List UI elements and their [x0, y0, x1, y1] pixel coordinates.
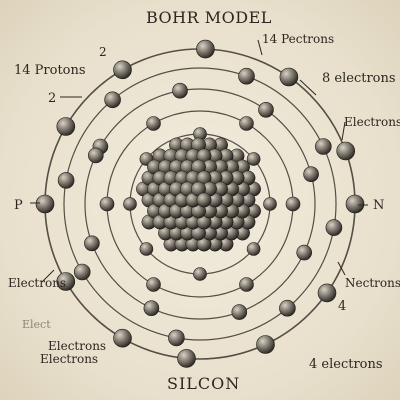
electron	[88, 147, 104, 164]
orbit-ring-4	[63, 67, 337, 341]
label-pointers	[30, 39, 368, 283]
electron	[146, 116, 161, 131]
label-pointer	[299, 79, 317, 96]
electron	[231, 304, 248, 320]
electron	[263, 197, 277, 211]
electron	[56, 117, 76, 136]
element-name-footer: SILCON	[167, 374, 241, 393]
electron	[258, 102, 274, 118]
electron	[168, 329, 185, 347]
electron	[177, 349, 196, 368]
label-14-pectrons: 14 Pectrons	[262, 32, 335, 46]
electron	[113, 60, 132, 80]
label-pointer	[337, 261, 346, 276]
electron	[279, 67, 299, 87]
electron	[172, 82, 188, 99]
electron	[56, 272, 76, 291]
label-mid-left-2: 2	[48, 91, 57, 106]
diagram-title: BOHR MODEL	[146, 8, 272, 27]
electron	[143, 300, 160, 317]
electron	[146, 277, 161, 292]
electron	[317, 283, 337, 303]
electron	[296, 244, 313, 261]
label-nectrons: Nectrons	[345, 276, 400, 290]
electron	[139, 242, 154, 256]
label-right-4: 4	[338, 299, 347, 314]
electron	[239, 277, 254, 292]
electron	[84, 235, 100, 252]
label-left-electrons: Electrons	[8, 276, 67, 290]
label-left-p: P	[14, 198, 23, 213]
electron	[314, 138, 332, 155]
electron	[35, 194, 55, 214]
label-pointer	[41, 269, 55, 283]
label-faint-elect: Elect	[22, 318, 51, 331]
electron	[303, 166, 319, 182]
label-4-electrons: 4 electrons	[309, 357, 383, 372]
label-right-n: N	[373, 198, 385, 213]
label-bottom-electrons-2: Electrons	[40, 352, 99, 366]
electron	[239, 116, 254, 131]
electron	[238, 67, 255, 85]
label-8-electrons: 8 electrons	[322, 71, 396, 86]
electron	[123, 197, 137, 211]
electron	[246, 242, 261, 256]
label-14-protons: 14 Protons	[14, 63, 86, 78]
label-bottom-electrons-1: Electrons	[48, 339, 107, 353]
electron	[193, 267, 207, 281]
electron	[113, 328, 132, 348]
orbit-ring-3	[84, 88, 316, 320]
nucleus	[136, 137, 261, 252]
electron	[246, 152, 261, 166]
label-pointer	[341, 121, 346, 141]
label-right-electrons: Electrons	[344, 115, 400, 129]
label-top-left-2: 2	[99, 45, 107, 59]
electron	[345, 194, 365, 214]
electron	[196, 39, 215, 59]
electron-layer	[35, 39, 365, 368]
electron	[104, 91, 121, 109]
electron	[285, 196, 301, 212]
electron	[73, 263, 91, 281]
electron	[99, 196, 115, 212]
electron	[279, 299, 296, 317]
nucleon	[196, 192, 212, 208]
electron	[256, 335, 275, 354]
electron	[325, 219, 343, 236]
electron	[57, 172, 75, 189]
electron	[336, 141, 356, 161]
label-pointer	[257, 39, 263, 56]
